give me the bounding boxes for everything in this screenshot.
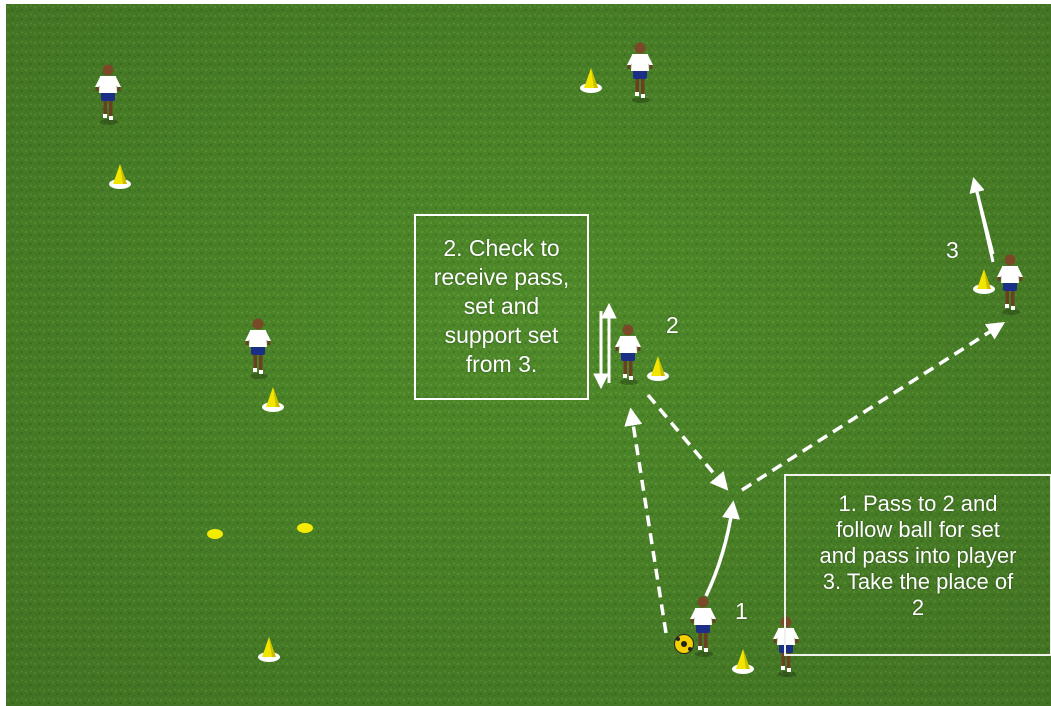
pass-arrow-icon (624, 407, 668, 634)
pitch (6, 4, 1051, 706)
player-3-label: 3 (946, 237, 959, 263)
flat-marker-icon (297, 523, 313, 533)
flat-marker-icon (207, 529, 223, 539)
instruction-box-player-1: 1. Pass to 2 and follow ball for set and… (784, 474, 1051, 656)
player-2-label: 2 (666, 312, 679, 338)
pass-arrow-icon (646, 393, 729, 491)
run-arrow-icon (704, 500, 740, 597)
pass-arrow-icon (741, 322, 1006, 492)
player-1-label: 1 (735, 598, 748, 624)
run-arrow-icon (974, 187, 995, 263)
ball-icon (674, 634, 694, 654)
instruction-box-player-2: 2. Check to receive pass, set and suppor… (414, 214, 589, 400)
